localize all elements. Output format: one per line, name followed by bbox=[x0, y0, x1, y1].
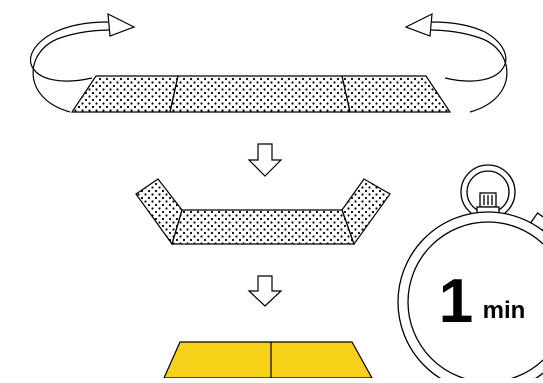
stopwatch-icon bbox=[397, 164, 543, 383]
left-fold-arrow-icon bbox=[30, 12, 136, 113]
step-1-flat-strip bbox=[30, 12, 508, 113]
folded-center-panel bbox=[171, 209, 355, 245]
strip-left-panel bbox=[70, 75, 179, 113]
strip-center-panel bbox=[169, 75, 351, 113]
step-2-folded-strip bbox=[135, 178, 391, 246]
down-arrow-icon bbox=[247, 275, 283, 307]
result-shape bbox=[163, 341, 374, 379]
timer-value: 1 bbox=[439, 267, 473, 336]
step-3-result bbox=[163, 341, 374, 379]
timer-unit: min bbox=[483, 297, 526, 324]
right-fold-arrow-icon bbox=[404, 12, 508, 113]
down-arrow-icon bbox=[247, 143, 283, 177]
folded-right-flap bbox=[341, 178, 391, 246]
strip-right-panel bbox=[341, 75, 452, 113]
